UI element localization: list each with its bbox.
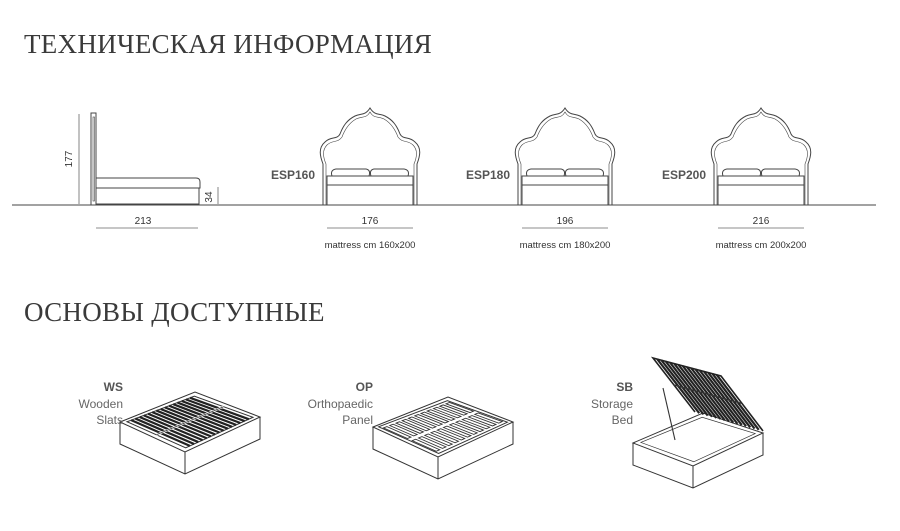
bed-side-view [90, 112, 201, 206]
mattress-size-label: mattress cm 200x200 [716, 240, 807, 251]
bases-available-heading: ОСНОВЫ ДОСТУПНЫЕ [24, 297, 325, 327]
mattress-size-label: mattress cm 180x200 [520, 240, 611, 251]
base-desc-line2: Bed [612, 413, 633, 427]
base-desc-line2: Panel [342, 413, 373, 427]
front-view-esp160 [319, 107, 421, 206]
mattress-size-label: mattress cm 160x200 [325, 240, 416, 251]
base-height-dimension: 34 [204, 187, 219, 204]
base-ws-drawing [118, 391, 262, 475]
width-label: 196 [557, 216, 574, 227]
base-sb-drawing [631, 356, 765, 489]
base-code-label: SB [616, 380, 633, 394]
length-dimension: 213 [96, 216, 198, 229]
technical-info-heading: ТЕХНИЧЕСКАЯ ИНФОРМАЦИЯ [24, 29, 433, 59]
width-label: 176 [362, 216, 379, 227]
length-label: 213 [135, 216, 152, 227]
base-desc-line1: Orthopaedic [308, 397, 373, 411]
width-label: 216 [753, 216, 770, 227]
size-code-label: ESP180 [466, 168, 510, 182]
base-op-drawing [371, 396, 515, 480]
size-code-label: ESP200 [662, 168, 706, 182]
base-code-label: WS [104, 380, 123, 394]
base-desc-line1: Wooden [79, 397, 123, 411]
base-desc-line2: Slats [96, 413, 123, 427]
front-views: ESP160 176 mattress cm 160x200 ESP180 196 mat… [271, 107, 812, 251]
front-view-esp200 [710, 107, 812, 206]
base-desc-line1: Storage [591, 397, 633, 411]
base-height-label: 34 [204, 191, 215, 203]
height-label: 177 [64, 150, 75, 167]
base-code-label: OP [356, 380, 373, 394]
front-view-esp180 [514, 107, 616, 206]
size-code-label: ESP160 [271, 168, 315, 182]
height-dimension: 177 [64, 114, 80, 204]
